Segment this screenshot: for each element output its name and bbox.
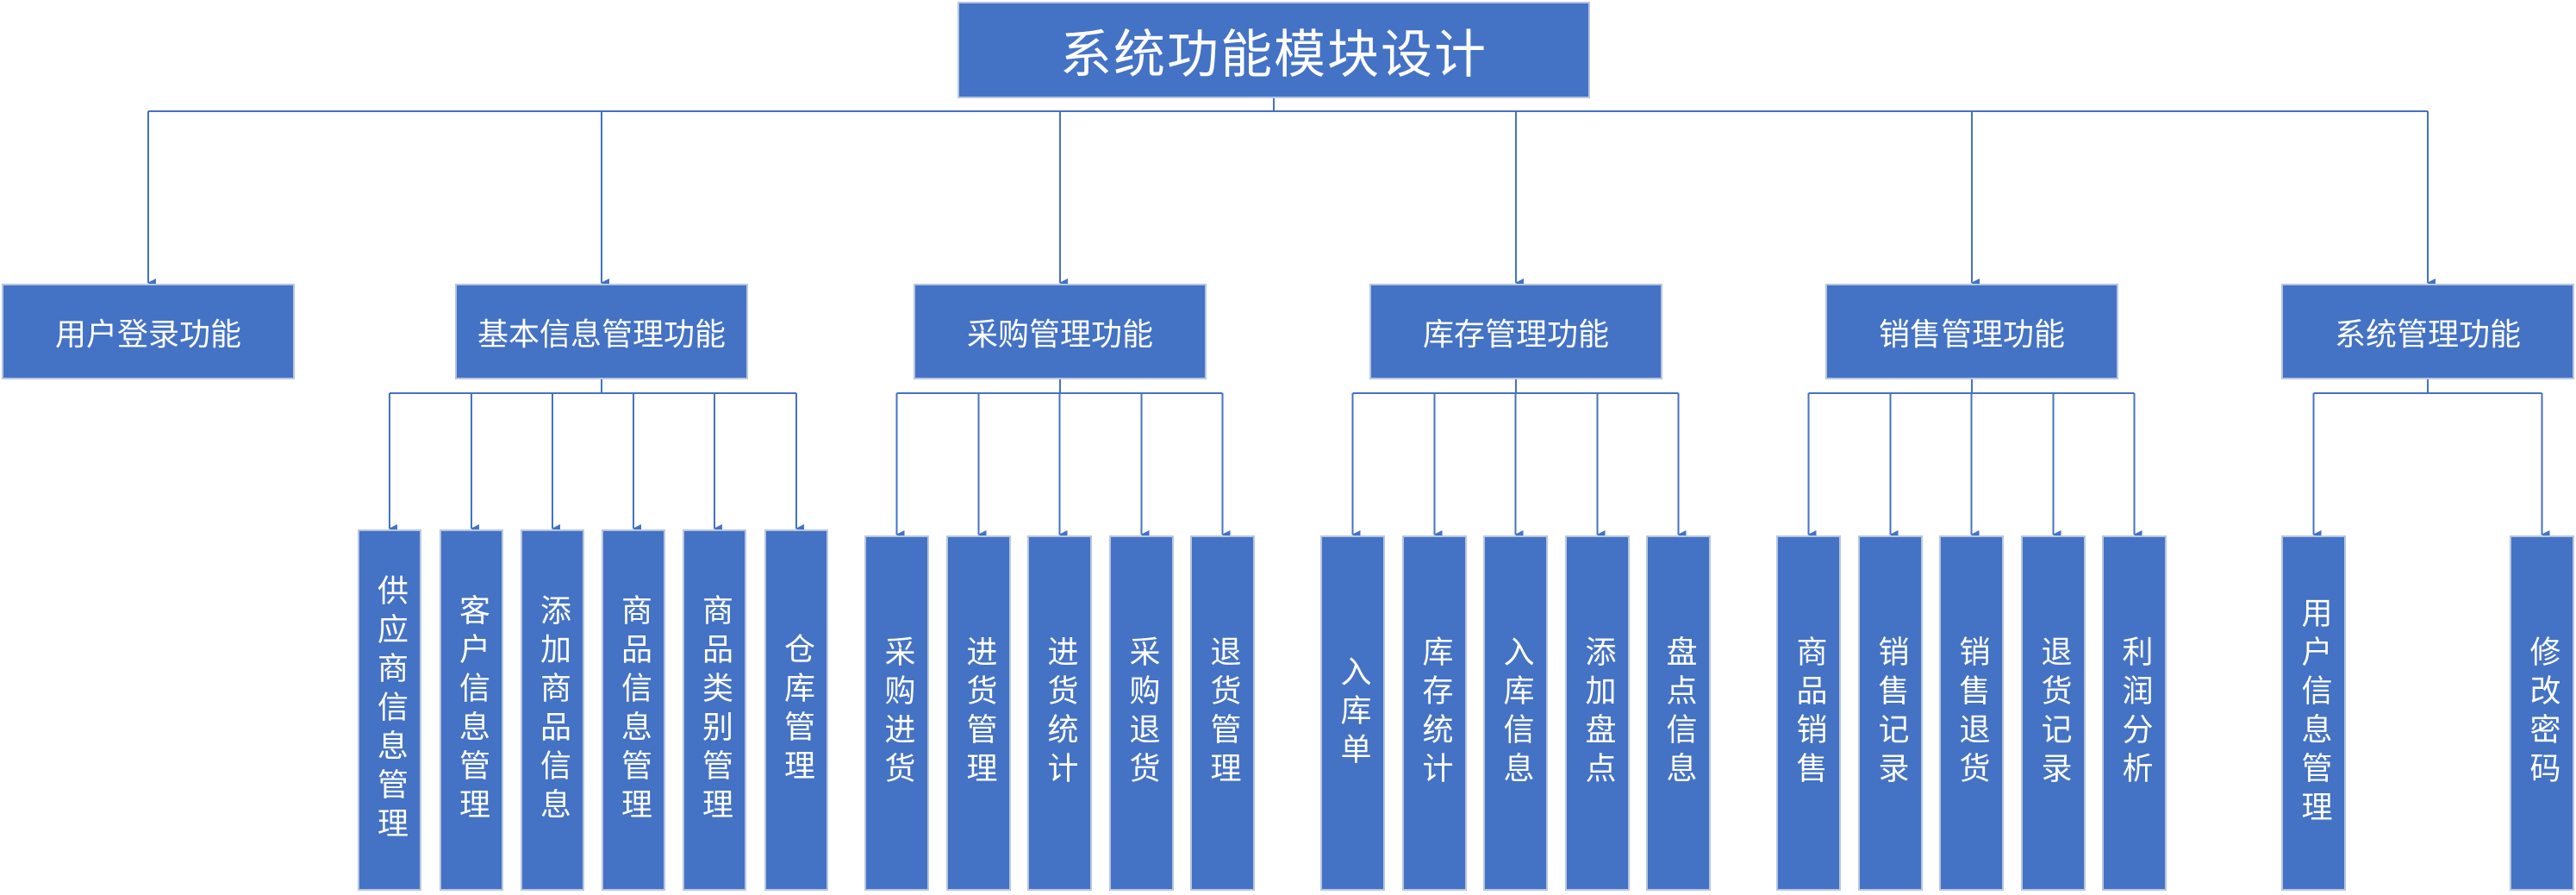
- submodule-box: 添加盘点: [1565, 535, 1630, 891]
- submodule-box: 客户信息管理: [440, 529, 503, 891]
- submodule-label: 添加盘点: [1580, 635, 1616, 791]
- submodule-box: 销售记录: [1858, 535, 1923, 891]
- submodule-box: 仓库管理: [764, 529, 828, 891]
- submodule-label: 利润分析: [2117, 635, 2153, 791]
- submodule-box: 入库单: [1320, 535, 1385, 891]
- submodule-label: 入库信息: [1498, 635, 1534, 791]
- root-title: 系统功能模块设计: [1060, 24, 1488, 85]
- submodule-label: 客户信息管理: [454, 593, 490, 827]
- submodule-label: 商品销售: [1791, 635, 1827, 791]
- submodule-label: 添加商品信息: [535, 593, 571, 827]
- root-title-box: 系统功能模块设计: [957, 2, 1590, 98]
- submodule-box: 采购进货: [864, 535, 929, 891]
- submodule-label: 进货统计: [1042, 635, 1078, 791]
- module-label: 系统管理功能: [2334, 316, 2521, 353]
- submodule-box: 入库信息: [1483, 535, 1548, 891]
- submodule-box: 销售退货: [1939, 535, 2004, 891]
- submodule-label: 修改密码: [2524, 635, 2560, 791]
- submodule-box: 用户信息管理: [2281, 535, 2346, 891]
- module-box-5: 系统管理功能: [2281, 284, 2574, 379]
- submodule-label: 退货管理: [1205, 635, 1241, 791]
- module-label: 采购管理功能: [966, 316, 1153, 353]
- submodule-label: 销售退货: [1954, 635, 1990, 791]
- module-box-3: 库存管理功能: [1369, 284, 1662, 379]
- submodule-label: 仓库管理: [779, 632, 814, 788]
- module-box-4: 销售管理功能: [1825, 284, 2118, 379]
- submodule-box: 采购退货: [1109, 535, 1174, 891]
- module-label: 销售管理功能: [1878, 316, 2065, 353]
- submodule-box: 进货管理: [946, 535, 1011, 891]
- submodule-box: 商品销售: [1776, 535, 1841, 891]
- module-label: 基本信息管理功能: [477, 316, 726, 353]
- submodule-box: 库存统计: [1402, 535, 1467, 891]
- submodule-box: 退货记录: [2021, 535, 2086, 891]
- module-box-2: 采购管理功能: [914, 284, 1207, 379]
- submodule-box: 盘点信息: [1646, 535, 1711, 891]
- submodule-label: 库存统计: [1417, 635, 1453, 791]
- submodule-label: 采购退货: [1124, 635, 1160, 791]
- submodule-label: 入库单: [1335, 654, 1371, 772]
- submodule-label: 供应商信息管理: [372, 574, 408, 846]
- submodule-label: 商品类别管理: [697, 593, 733, 827]
- submodule-label: 进货管理: [961, 635, 997, 791]
- submodule-box: 修改密码: [2510, 535, 2574, 891]
- submodule-label: 商品信息管理: [616, 593, 652, 827]
- submodule-box: 商品信息管理: [602, 529, 665, 891]
- module-box-1: 基本信息管理功能: [455, 284, 748, 379]
- submodule-label: 销售记录: [1873, 635, 1909, 791]
- module-box-0: 用户登录功能: [2, 284, 295, 379]
- submodule-box: 添加商品信息: [521, 529, 584, 891]
- submodule-box: 供应商信息管理: [358, 529, 421, 891]
- submodule-box: 退货管理: [1190, 535, 1255, 891]
- submodule-label: 退货记录: [2036, 635, 2072, 791]
- submodule-label: 盘点信息: [1661, 635, 1697, 791]
- submodule-box: 商品类别管理: [683, 529, 746, 891]
- module-label: 库存管理功能: [1422, 316, 1609, 353]
- module-label: 用户登录功能: [54, 316, 241, 353]
- submodule-label: 采购进货: [879, 635, 915, 791]
- submodule-label: 用户信息管理: [2296, 597, 2332, 829]
- submodule-box: 利润分析: [2102, 535, 2167, 891]
- submodule-box: 进货统计: [1027, 535, 1092, 891]
